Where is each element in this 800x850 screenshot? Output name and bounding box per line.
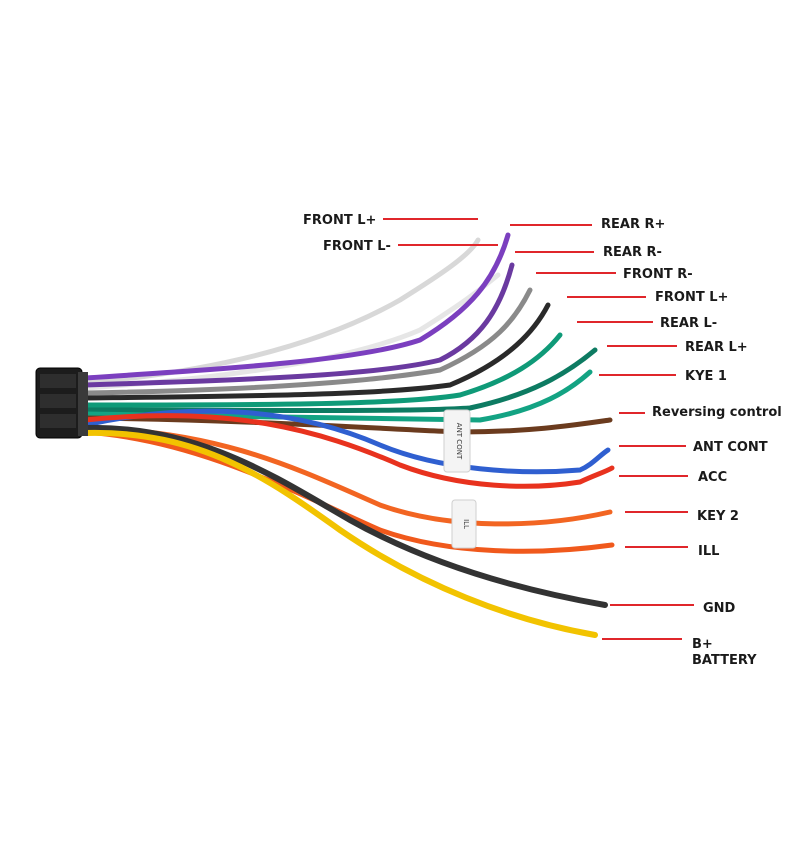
wire-yellow: [82, 429, 598, 638]
wires: [82, 232, 615, 638]
label-ant-cont: ANT CONT: [693, 440, 768, 455]
label-gnd: GND: [703, 601, 736, 616]
wire-black: [82, 302, 551, 401]
wire-gnd-black: [82, 424, 608, 608]
wire-purple: [82, 232, 511, 381]
label-front-r-minus: FRONT R-: [623, 267, 693, 282]
wire-orange: [82, 425, 613, 527]
wire-brown: [82, 415, 613, 435]
connector-plug: [35, 367, 88, 439]
wire-tags: ANT CONT ILL: [443, 409, 477, 549]
label-rear-r-plus: REAR R+: [601, 217, 665, 232]
tag-ill: ILL: [451, 499, 477, 549]
tag-ant-cont: ANT CONT: [443, 409, 471, 473]
label-battery: BATTERY: [692, 653, 757, 668]
tag-ill-text: ILL: [462, 519, 470, 529]
wire-orange-2: [82, 429, 615, 554]
label-rear-l-plus: REAR L+: [685, 340, 748, 355]
label-key-2: KEY 2: [697, 509, 739, 524]
wire-green: [82, 332, 563, 408]
tag-ant-cont-text: ANT CONT: [455, 423, 463, 460]
label-rear-r-minus: REAR R-: [603, 245, 662, 260]
wire-purple-black: [82, 262, 515, 388]
label-reversing-control: Reversing control: [652, 405, 782, 420]
label-kye-1: KYE 1: [685, 369, 727, 384]
wire-red: [82, 413, 615, 489]
label-front-l-plus-2: FRONT L+: [655, 290, 728, 305]
label-ill: ILL: [698, 544, 719, 559]
label-front-l-plus: FRONT L+: [303, 213, 376, 228]
pin-labels: FRONT L+ FRONT L- REAR R+ REAR R- FRONT …: [303, 213, 782, 668]
label-front-l-minus: FRONT L-: [323, 239, 391, 254]
wire-grey: [82, 287, 533, 396]
label-acc: ACC: [698, 470, 727, 485]
label-rear-l-minus: REAR L-: [660, 316, 717, 331]
wire-blue: [82, 408, 611, 475]
label-b-plus: B+: [692, 637, 713, 652]
